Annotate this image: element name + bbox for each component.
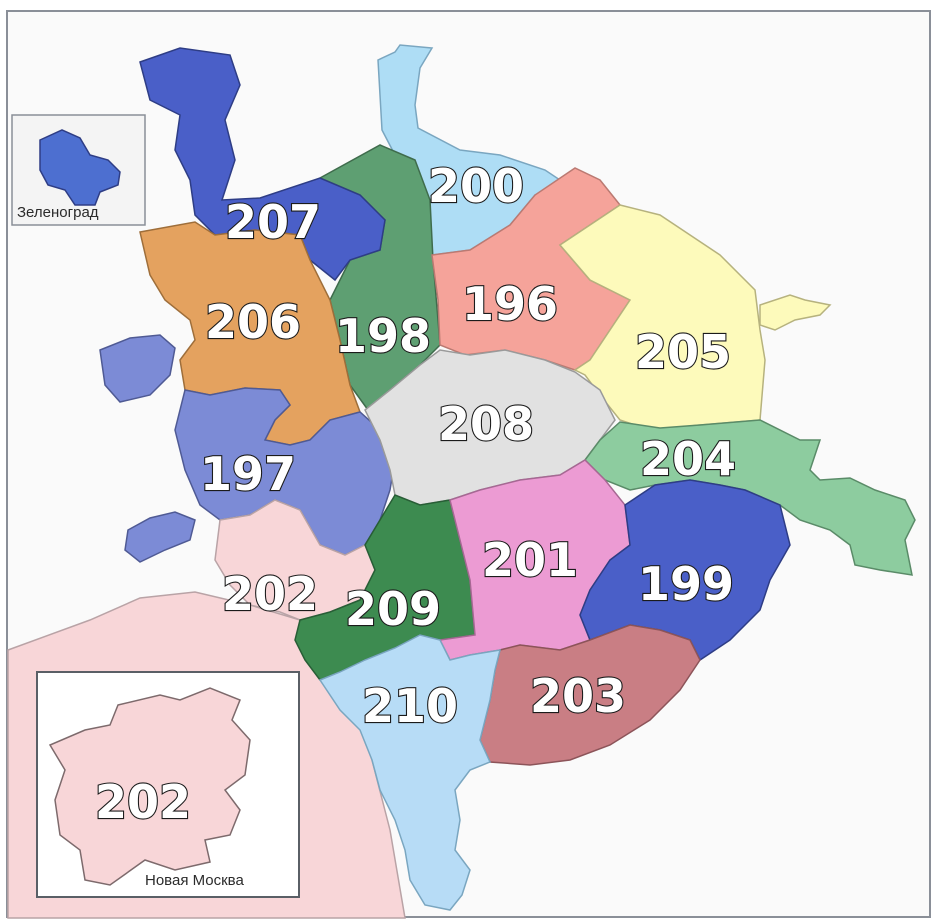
- zone-205-area: [558, 204, 766, 431]
- zelenograd-caption: Зеленоград: [17, 204, 99, 221]
- zone-label-200: 200: [428, 159, 524, 213]
- zelenograd-shape: [39, 129, 121, 206]
- zone-label-206: 206: [205, 295, 301, 349]
- zone-label-208: 208: [438, 397, 534, 451]
- zone-label-203: 203: [530, 669, 626, 723]
- zone-label-205: 205: [635, 325, 731, 379]
- zone-label-201: 201: [482, 533, 578, 587]
- zone-label-207: 207: [225, 195, 321, 249]
- zone-197-outlier-1: [99, 334, 176, 403]
- new-moscow-shape: [48, 687, 251, 886]
- zone-207-area: [139, 47, 386, 282]
- zone-label-210: 210: [362, 679, 458, 733]
- zone-210-area: [318, 634, 502, 911]
- zone-205-exclave: [759, 294, 832, 331]
- zone-label-209: 209: [345, 582, 441, 636]
- zone-label-197: 197: [200, 447, 296, 501]
- zone-label-202: 202: [222, 567, 318, 621]
- zone-label-196: 196: [462, 277, 558, 331]
- zone-label-204: 204: [640, 432, 736, 486]
- new-moscow-caption: Новая Москва: [145, 872, 244, 889]
- zone-199-area: [579, 479, 791, 662]
- new-moscow-zone-label: 202: [95, 775, 191, 829]
- zone-197-outlier-2: [124, 511, 196, 563]
- zone-label-199: 199: [638, 557, 734, 611]
- zone-label-198: 198: [335, 309, 431, 363]
